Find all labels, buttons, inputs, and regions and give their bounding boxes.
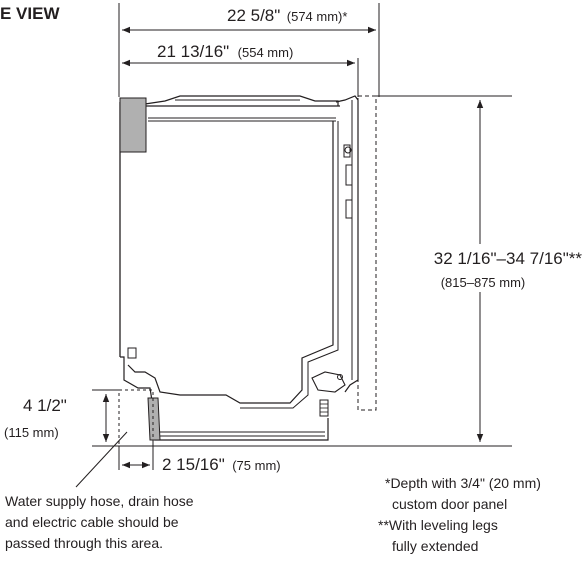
- svg-text:22 5/8" (574 mm)*: 22 5/8" (574 mm)*: [227, 6, 347, 25]
- overall-depth-value: 22 5/8": [227, 6, 280, 25]
- passage-note-line-3: passed through this area.: [5, 535, 163, 551]
- cabinet-depth-metric: (554 mm): [238, 45, 294, 60]
- height-dimension: 32 1/16"–34 7/16"** (815–875 mm): [376, 95, 586, 447]
- footnote-depth-line-2: custom door panel: [392, 496, 507, 512]
- passage-height-metric: (115 mm): [4, 425, 59, 440]
- passage-height-value: 4 1/2": [23, 396, 67, 415]
- passage-width-metric: (75 mm): [232, 458, 280, 473]
- overall-depth-metric: (574 mm)*: [287, 9, 348, 24]
- height-value: 32 1/16"–34 7/16"**: [434, 249, 583, 268]
- passage-area: [75, 389, 154, 488]
- view-title: E VIEW: [0, 4, 60, 23]
- footnote-depth-line-1: *Depth with 3/4" (20 mm): [385, 475, 541, 491]
- passage-note-line-1: Water supply hose, drain hose: [5, 493, 194, 509]
- svg-text:2 15/16" (75 mm): 2 15/16" (75 mm): [162, 455, 281, 474]
- footnote-legs-line-2: fully extended: [392, 538, 478, 554]
- dishwasher-body: [92, 95, 378, 447]
- height-metric: (815–875 mm): [441, 275, 526, 290]
- svg-text:21 13/16" (554 mm): 21 13/16" (554 mm): [157, 42, 293, 61]
- footnote-legs-line-1: **With leveling legs: [378, 517, 498, 533]
- cabinet-depth-dimension: 21 13/16" (554 mm): [122, 37, 359, 97]
- top-left-block: [119, 97, 147, 153]
- cabinet-depth-value: 21 13/16": [157, 42, 229, 61]
- overall-depth-dimension: 22 5/8" (574 mm)*: [118, 0, 380, 97]
- passage-width-value: 2 15/16": [162, 455, 225, 474]
- passage-note-line-2: and electric cable should be: [5, 514, 179, 530]
- custom-door-panel-outline: [357, 95, 377, 411]
